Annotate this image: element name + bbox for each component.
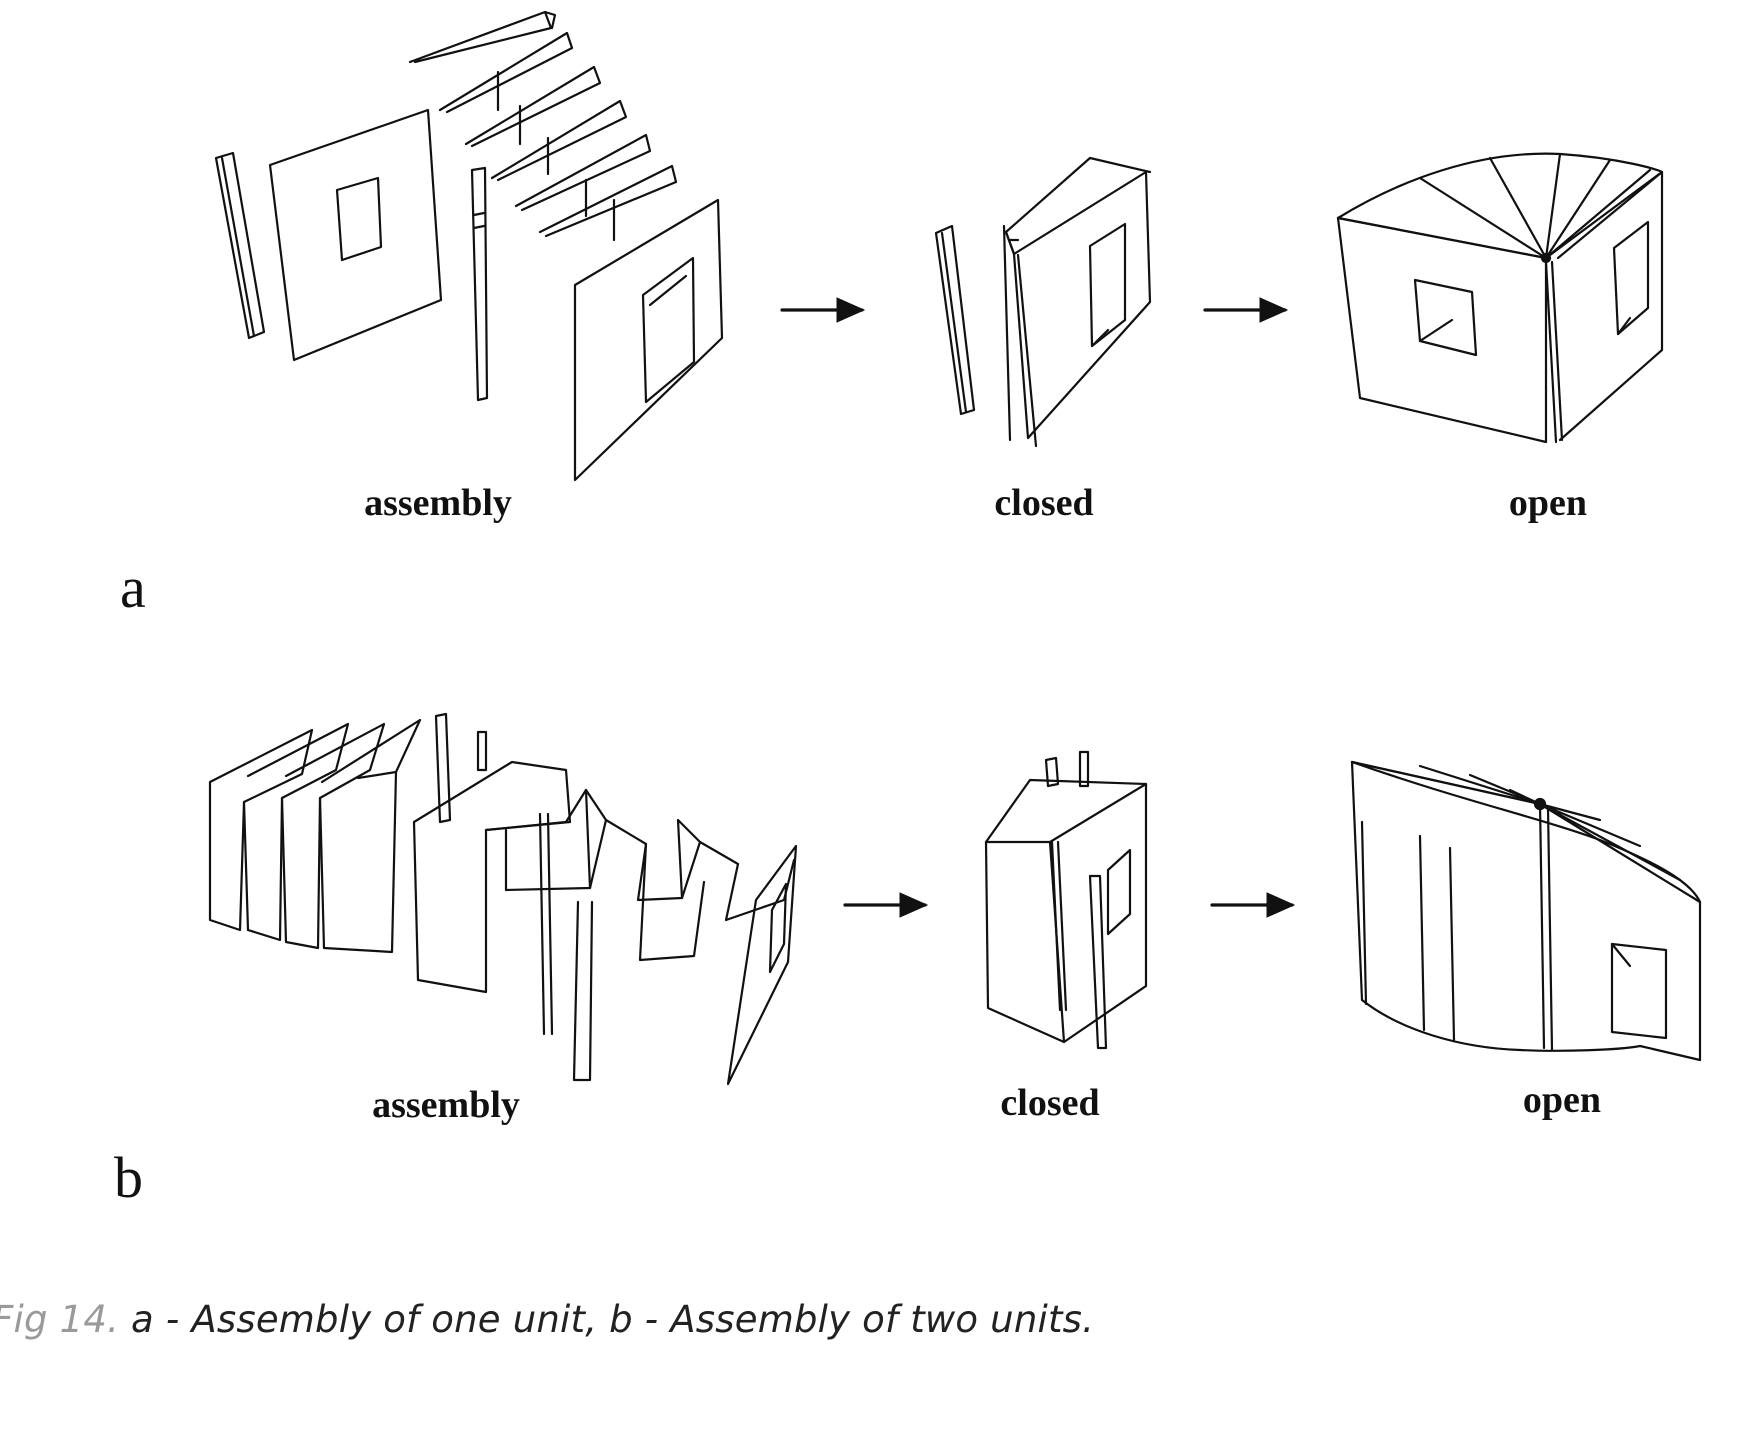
row-a-assembly-drawing [214,10,724,482]
row-a-closed-drawing [934,156,1152,448]
label-a-assembly: assembly [364,482,512,524]
letter-b: b [114,1145,143,1210]
row-b-closed-drawing [984,750,1148,1050]
figure-number: Fig 14. [0,1298,120,1341]
caption-text: a - Assembly of one unit, b - Assembly o… [131,1298,1095,1341]
row-b-open-drawing [1350,760,1702,1062]
letter-a: a [120,555,146,620]
label-a-closed: closed [994,482,1093,524]
row-a-open-drawing [1336,152,1664,444]
label-a-open: open [1509,482,1587,524]
label-b-assembly: assembly [372,1084,520,1126]
figure-caption: Fig 14. a - Assembly of one unit, b - As… [0,1298,1094,1341]
row-b-assembly-drawing [208,712,798,1086]
label-b-open: open [1523,1079,1601,1121]
label-b-closed: closed [1000,1082,1099,1124]
